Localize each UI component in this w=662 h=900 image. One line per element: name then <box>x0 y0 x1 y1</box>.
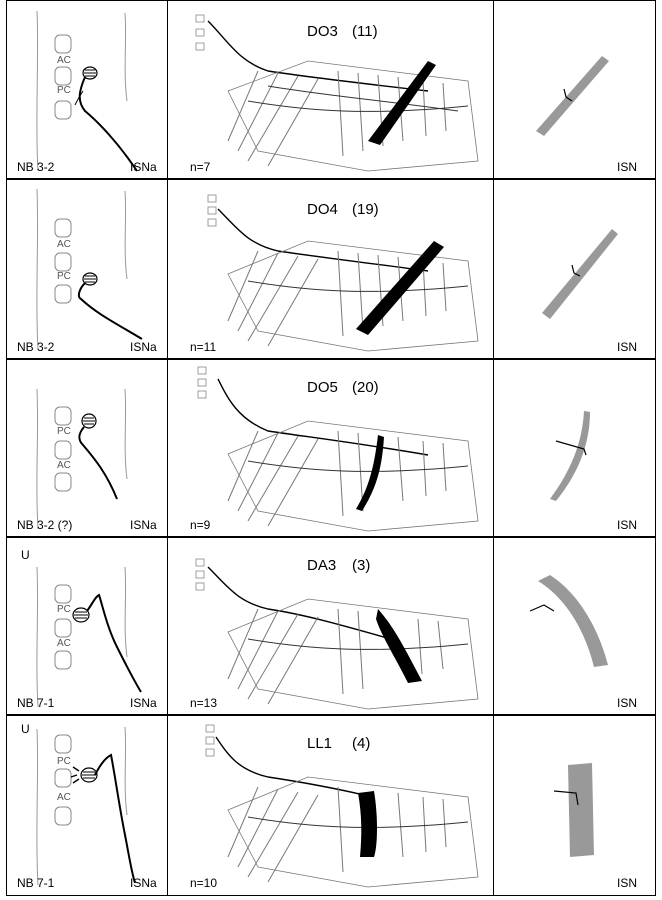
n-count: n=7 <box>190 160 211 174</box>
nerve-shape <box>550 411 590 501</box>
axon-path <box>86 593 142 693</box>
muscle-number: (3) <box>352 557 371 574</box>
axon-path <box>217 208 429 272</box>
pc-commissure-box <box>54 66 72 86</box>
muscle-name: DA3 <box>307 557 337 574</box>
nerve-shape <box>542 229 618 319</box>
cns-panel: PC AC NB 3-2 (?) ISNa <box>7 359 168 537</box>
neuroblast-label: NB 3-2 <box>17 160 55 174</box>
target-muscle <box>356 241 444 335</box>
muscle-name: DO5 <box>307 379 338 396</box>
axon-path <box>77 282 143 340</box>
figure-row: U PC AC NB 7-1 ISNa LL1 (4) n=10 <box>6 714 656 896</box>
ac-label: AC <box>57 239 71 250</box>
neuroblast-label: NB 3-2 (?) <box>17 518 73 532</box>
muscle-field-drawing <box>195 14 479 172</box>
muscle-field-drawing <box>195 558 479 710</box>
cns-drawing <box>36 726 136 886</box>
muscle-name: LL1 <box>307 735 333 752</box>
nerve-panel: ISN <box>494 179 655 359</box>
nerve-label-right: ISN <box>617 518 638 532</box>
u-mark: U <box>21 548 30 562</box>
nerve-label-left: ISNa <box>130 518 157 532</box>
target-muscle <box>356 435 384 511</box>
target-muscle <box>376 609 422 683</box>
axon-path <box>94 753 136 884</box>
cns-panel: AC PC NB 3-2 ISNa <box>7 1 168 179</box>
nerve-label-right: ISN <box>617 340 638 354</box>
n-count: n=11 <box>190 340 217 354</box>
pc-label: PC <box>57 85 71 96</box>
nerve-label-left: ISNa <box>130 340 157 354</box>
nerve-panel: ISN <box>494 715 655 895</box>
cns-panel: U PC AC NB 7-1 ISNa <box>7 537 168 715</box>
nerve-panel: ISN <box>494 359 655 537</box>
muscle-field-drawing <box>197 366 479 532</box>
nerve-label-left: ISNa <box>130 160 157 174</box>
figure-row: AC PC NB 3-2 ISNa DO4 (19) n=11 <box>6 178 656 360</box>
nerve-drawing <box>529 575 608 667</box>
pc-label: AC <box>57 792 71 803</box>
nerve-drawing <box>553 763 594 857</box>
axon-path <box>215 736 365 796</box>
cns-drawing <box>36 10 138 172</box>
muscle-number: (11) <box>352 23 378 40</box>
nerve-label-right: ISN <box>617 696 638 710</box>
nerve-label-right: ISN <box>617 876 638 890</box>
ac-label: PC <box>57 604 71 615</box>
ac-label: PC <box>57 756 71 767</box>
n-count: n=13 <box>190 696 218 710</box>
ac-commissure-box <box>54 34 72 54</box>
nerve-label-right: ISN <box>617 160 638 174</box>
axon-path <box>207 566 399 642</box>
nerve-shape <box>538 575 608 667</box>
muscle-panel: DO5 (20) n=9 <box>168 359 494 537</box>
muscle-field-drawing <box>205 724 479 888</box>
n-count: n=10 <box>190 876 218 890</box>
nerve-shape <box>536 56 609 136</box>
nerve-drawing <box>550 411 590 501</box>
n-count: n=9 <box>190 518 211 532</box>
muscle-panel: DO4 (19) n=11 <box>168 179 494 359</box>
cns-drawing <box>36 566 142 708</box>
muscle-name: DO4 <box>307 201 338 218</box>
figure-row: AC PC NB 3-2 ISNa DO3 (11) n=7 <box>6 0 656 180</box>
nerve-panel: ISN <box>494 1 655 179</box>
nerve-panel: ISN <box>494 537 655 715</box>
figure-grid: AC PC NB 3-2 ISNa DO3 (11) n=7 <box>6 0 656 896</box>
nerve-label-left: ISNa <box>130 876 157 890</box>
u-mark: U <box>21 722 30 736</box>
pc-label: AC <box>57 460 71 471</box>
axon-path <box>207 20 429 92</box>
ac-label: PC <box>57 426 71 437</box>
pc-label: AC <box>57 638 71 649</box>
cns-drawing <box>36 388 128 530</box>
pc-label: PC <box>57 271 71 282</box>
cns-panel: U PC AC NB 7-1 ISNa <box>7 715 168 895</box>
nerve-drawing <box>536 56 609 136</box>
muscle-panel: LL1 (4) n=10 <box>168 715 494 895</box>
muscle-panel: DA3 (3) n=13 <box>168 537 494 715</box>
muscle-panel: DO3 (11) n=7 <box>168 1 494 179</box>
target-muscle <box>358 791 377 857</box>
neuroblast-label: NB 3-2 <box>17 340 55 354</box>
neuroblast-label: NB 7-1 <box>17 696 55 710</box>
nerve-shape <box>568 763 594 857</box>
muscle-name: DO3 <box>307 23 338 40</box>
target-muscle <box>368 61 436 145</box>
muscle-field-drawing <box>207 194 479 352</box>
ac-label: AC <box>57 55 71 66</box>
figure-row: PC AC NB 3-2 (?) ISNa DO5 (20) n=9 <box>6 358 656 538</box>
cns-drawing <box>36 188 143 350</box>
axon-path <box>78 426 118 500</box>
axon-path <box>78 76 138 172</box>
muscle-number: (20) <box>352 379 379 396</box>
cns-panel: AC PC NB 3-2 ISNa <box>7 179 168 359</box>
nerve-label-left: ISNa <box>130 696 157 710</box>
nerve-drawing <box>542 229 618 319</box>
muscle-number: (19) <box>352 201 379 218</box>
neuroblast-label: NB 7-1 <box>17 876 55 890</box>
muscle-number: (4) <box>352 735 371 752</box>
figure-row: U PC AC NB 7-1 ISNa DA3 (3) n=13 <box>6 536 656 716</box>
